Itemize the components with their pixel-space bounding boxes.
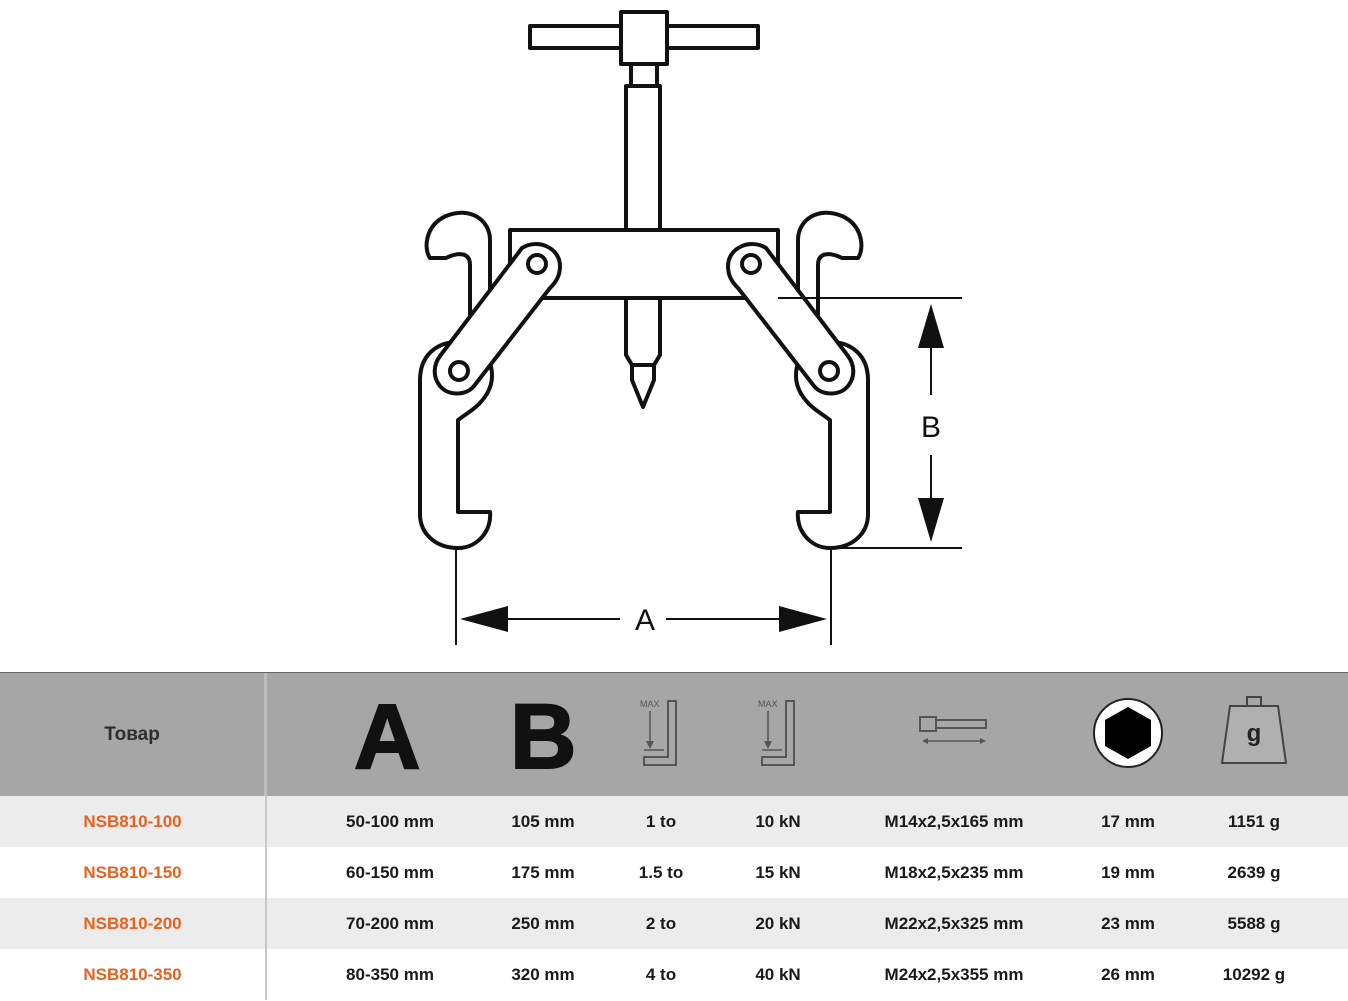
product-code[interactable]: NSB810-100 bbox=[0, 796, 267, 847]
cell-spindle: M14x2,5x165 mm bbox=[884, 812, 1024, 831]
screw-thread-icon bbox=[919, 716, 987, 744]
cell-hex: 17 mm bbox=[1101, 812, 1155, 831]
cell-hex: 19 mm bbox=[1101, 863, 1155, 882]
arrow-a-left bbox=[460, 606, 508, 632]
cell-force: 20 kN bbox=[755, 914, 801, 933]
product-code[interactable]: NSB810-200 bbox=[0, 898, 267, 949]
cell-capacity: 2 to bbox=[645, 914, 677, 933]
max-load-icon: MAX bbox=[640, 699, 677, 766]
cell-force: 10 kN bbox=[755, 812, 801, 831]
table-row: NSB810-200 70-200 mm 250 mm 2 to 20 kN M22x2,… bbox=[0, 898, 1348, 949]
left-hook-top bbox=[424, 210, 492, 332]
svg-text:MAX: MAX bbox=[758, 699, 778, 709]
spindle-collar bbox=[629, 62, 659, 88]
table-header: Товар A B MAX MAX g bbox=[0, 672, 1348, 796]
cell-b: 105 mm bbox=[511, 812, 575, 831]
cell-b: 320 mm bbox=[511, 965, 575, 984]
header-a-label: A bbox=[353, 686, 421, 788]
svg-text:g: g bbox=[1247, 720, 1262, 747]
cell-spindle: M18x2,5x235 mm bbox=[884, 863, 1024, 882]
cell-weight: 1151 g bbox=[1228, 812, 1280, 831]
table-row: NSB810-100 50-100 mm 105 mm 1 to 10 kN M14x2,… bbox=[0, 796, 1348, 847]
cell-weight: 2639 g bbox=[1227, 863, 1281, 882]
table-row: NSB810-350 80-350 mm 320 mm 4 to 40 kN M24x2,… bbox=[0, 949, 1348, 1000]
svg-text:MAX: MAX bbox=[640, 699, 660, 709]
cell-a: 60-150 mm bbox=[346, 863, 434, 882]
arrow-b-up bbox=[918, 304, 944, 348]
right-hook-top bbox=[796, 210, 864, 332]
cell-spindle: M24x2,5x355 mm bbox=[884, 965, 1024, 984]
cell-capacity: 4 to bbox=[645, 965, 677, 984]
cell-force: 40 kN bbox=[755, 965, 801, 984]
cell-a: 80-350 mm bbox=[346, 965, 434, 984]
cell-a: 50-100 mm bbox=[346, 812, 434, 831]
weight-icon: g bbox=[1220, 696, 1288, 764]
hexagon-nut-icon bbox=[1093, 698, 1163, 768]
spec-rows: NSB810-100 50-100 mm 105 mm 1 to 10 kN M14x2,… bbox=[0, 796, 1348, 1001]
right-link-arm bbox=[726, 242, 856, 396]
cell-capacity: 1.5 to bbox=[638, 863, 684, 882]
cell-b: 250 mm bbox=[511, 914, 575, 933]
cell-hex: 23 mm bbox=[1101, 914, 1155, 933]
arrow-a-right bbox=[779, 606, 827, 632]
cell-b: 175 mm bbox=[511, 863, 575, 882]
table-row: NSB810-150 60-150 mm 175 mm 1.5 to 15 kN M18x… bbox=[0, 847, 1348, 898]
cell-capacity: 1 to bbox=[645, 812, 677, 831]
dim-a-label: A bbox=[635, 604, 655, 637]
cell-a: 70-200 mm bbox=[346, 914, 434, 933]
left-jaw bbox=[418, 340, 494, 550]
spindle-point bbox=[624, 296, 662, 409]
t-handle-block bbox=[619, 10, 669, 66]
product-code[interactable]: NSB810-350 bbox=[0, 949, 267, 1000]
puller-drawing: B A bbox=[418, 10, 962, 645]
cell-hex: 26 mm bbox=[1101, 965, 1155, 984]
cell-spindle: M22x2,5x325 mm bbox=[884, 914, 1024, 933]
max-force-icon: MAX bbox=[758, 699, 795, 766]
product-code[interactable]: NSB810-150 bbox=[0, 847, 267, 898]
arrow-b-down bbox=[918, 498, 944, 542]
cell-weight: 10292 g bbox=[1222, 965, 1286, 984]
left-link-arm bbox=[432, 242, 562, 396]
cell-force: 15 kN bbox=[755, 863, 801, 882]
cell-weight: 5588 g bbox=[1227, 914, 1281, 933]
header-b-label: B bbox=[509, 686, 577, 788]
header-product-label: Товар bbox=[0, 673, 267, 796]
right-jaw bbox=[794, 340, 870, 550]
spindle-upper bbox=[624, 84, 662, 232]
dim-b-label: B bbox=[921, 411, 941, 444]
